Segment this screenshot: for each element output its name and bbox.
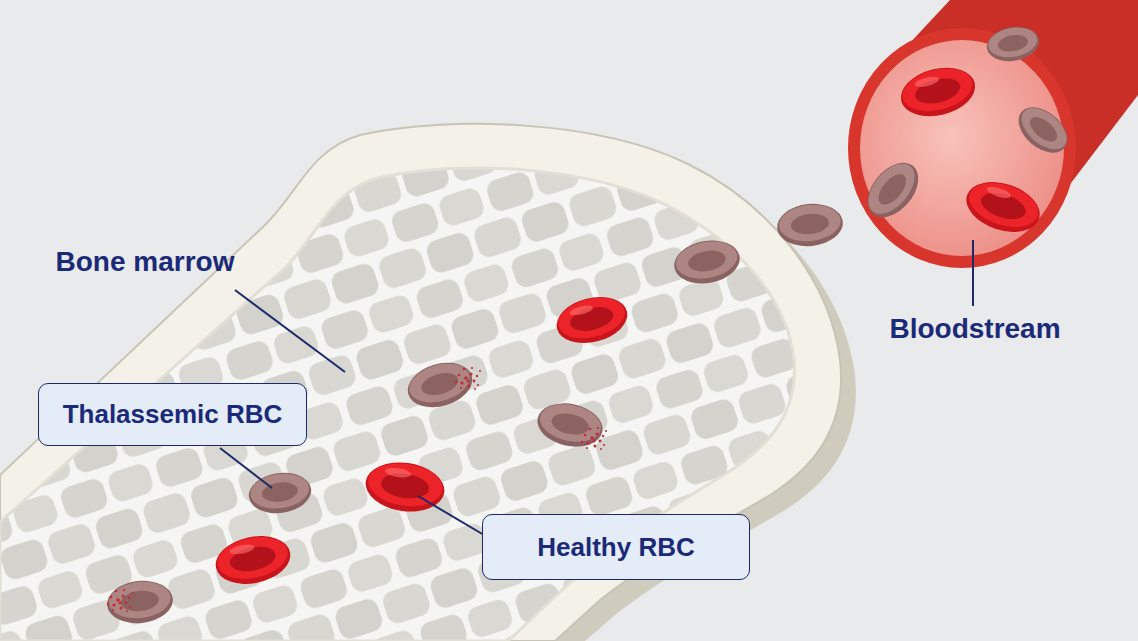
thalassemic-rbc: [858, 153, 929, 227]
leader-line: [418, 496, 484, 535]
rbc-fragments: [581, 427, 607, 450]
thalassemic-rbc: [1010, 98, 1076, 161]
label-box: Healthy RBC: [482, 514, 750, 580]
box-label: Healthy RBC: [537, 532, 694, 563]
leader-line: [972, 240, 974, 306]
blood-vessel-lumen: [854, 34, 1070, 262]
label-box: Thalassemic RBC: [38, 383, 307, 446]
thalassemic-rbc: [105, 578, 175, 627]
rbc-fragments: [107, 589, 133, 612]
bone-outer: [0, 124, 841, 641]
part-label: Bone marrow: [30, 246, 260, 278]
thalassemic-rbc: [671, 236, 743, 289]
healthy-rbc: [960, 173, 1046, 240]
healthy-rbc: [362, 458, 447, 517]
healthy-rbc: [896, 60, 981, 123]
part-label: Bloodstream: [870, 313, 1080, 345]
thalassemic-rbc: [984, 23, 1042, 65]
healthy-rbc: [552, 290, 633, 350]
healthy-rbc: [211, 530, 295, 591]
thalassemic-rbc: [402, 356, 477, 415]
rbc-fragments: [455, 367, 481, 390]
leader-line: [235, 290, 345, 372]
leader-line: [220, 448, 272, 488]
box-label: Thalassemic RBC: [63, 399, 283, 430]
bone-marrow-cavity: [0, 168, 794, 641]
thalassemic-rbc: [533, 398, 606, 453]
thalassemic-rbc: [775, 201, 845, 250]
